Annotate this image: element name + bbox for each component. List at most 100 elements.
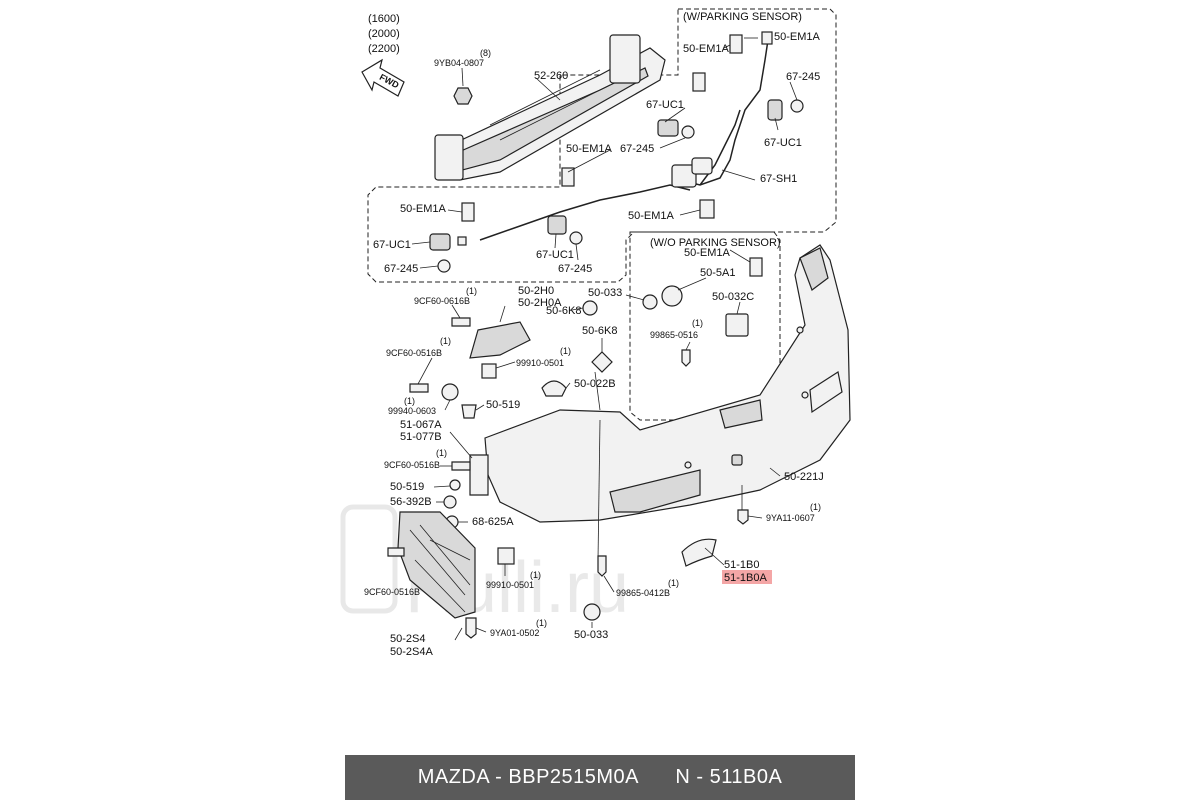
pad-em1a-1 (729, 34, 743, 54)
harness-connector-2 (691, 157, 713, 175)
part-number-footer: MAZDA - BBP2515M0A N - 511B0A (345, 755, 855, 800)
label-99940: 99940-0603 (388, 406, 436, 416)
clip-50519-b (449, 479, 461, 491)
label-99865-0516-qty: (1) (692, 318, 703, 328)
label-506k8-b: 50-6K8 (582, 325, 617, 337)
screw-99865-0516 (681, 349, 691, 367)
footer-gap (639, 766, 675, 789)
label-em1a-b: 50-EM1A (774, 31, 821, 43)
label-502h0: 50-2H0 (518, 285, 554, 297)
grommet-506k8-b (591, 351, 613, 373)
part-labels: (8) 9YB04-0807 52-260 50-EM1A 50-EM1A 67… (364, 31, 824, 658)
rivet-9ya11 (737, 509, 749, 525)
label-9cf60-a: 9CF60-0616B (414, 296, 470, 306)
label-67uc1-b: 67-UC1 (764, 137, 802, 149)
label-50221j: 50-221J (784, 471, 824, 483)
sensor-67uc1-a (657, 119, 679, 137)
label-511b0a: 51-1B0A (724, 572, 767, 584)
bolt-9cf60-c (451, 461, 471, 471)
label-50033-b: 50-033 (574, 629, 608, 641)
no-sensor-box-outline (629, 231, 781, 421)
label-9cf60-d: 9CF60-0516B (364, 587, 420, 597)
label-50022b: 50-022B (574, 378, 616, 390)
label-9cf60-c: 9CF60-0516B (384, 460, 440, 470)
label-99865-0412-qty: (1) (668, 578, 679, 588)
label-99910-a-qty: (1) (560, 346, 571, 356)
label-67245-b: 67-245 (620, 143, 654, 155)
bracket-51067a (469, 454, 489, 496)
label-506k8-a: 50-6K8 (546, 305, 581, 317)
nut-56392b (443, 495, 457, 509)
pad-em1a-2 (692, 72, 706, 92)
label-67245-c: 67-245 (384, 263, 418, 275)
label-99910-b: 99910-0501 (486, 580, 534, 590)
box-with-sensor-title: (W/PARKING SENSOR) (683, 11, 802, 23)
sensor-67uc1-d (547, 215, 567, 235)
cap-505a1 (661, 285, 683, 307)
label-50519-b: 50-519 (390, 481, 424, 493)
label-9ya11-qty: (1) (810, 502, 821, 512)
bracket-50032c (725, 313, 749, 337)
sensor-67uc1-b (767, 99, 783, 121)
pad-em1a-6 (749, 257, 763, 277)
label-9cf60-b-qty: (1) (440, 336, 451, 346)
label-50033-a: 50-033 (588, 287, 622, 299)
clip-small (457, 236, 467, 246)
ring-67245-b (790, 99, 804, 113)
sensor-box-outline (367, 8, 837, 283)
ring-67245-d (569, 231, 583, 245)
clip-99910-b (497, 547, 515, 565)
label-9cf60-b: 9CF60-0516B (386, 348, 442, 358)
label-67sh1: 67-SH1 (760, 173, 797, 185)
pad-em1a-3 (561, 167, 575, 187)
reinforcement-beam (434, 34, 666, 181)
bolt-9cf60-b (409, 383, 429, 393)
clip-50519-a (461, 404, 477, 419)
ring-67245-a (681, 125, 695, 139)
engine-code-2: (2000) (368, 28, 400, 40)
plug-50022b (541, 380, 567, 397)
fwd-arrow-icon: FWD (361, 58, 405, 97)
label-99940-qty: (1) (404, 396, 415, 406)
nut-9yb04 (453, 87, 473, 105)
engine-code-3: (2200) (368, 43, 400, 55)
label-50032c: 50-032C (712, 291, 754, 303)
screw-99865-0412 (597, 555, 607, 577)
clip-99940 (441, 383, 459, 401)
box-without-sensor-title: (W/O PARKING SENSOR) (650, 237, 781, 249)
harness-wire-upper (679, 39, 769, 186)
label-9cf60-a-qty: (1) (466, 286, 477, 296)
ring-50033 (642, 294, 658, 310)
engine-code-1: (1600) (368, 13, 400, 25)
label-9yb04-qty: (8) (480, 48, 491, 58)
label-99865-0516: 99865-0516 (650, 330, 698, 340)
label-9yb04: 9YB04-0807 (434, 58, 484, 68)
bolt-9cf60-d (387, 547, 405, 557)
label-50519-a: 50-519 (486, 399, 520, 411)
label-502h0a: 50-2H0A (518, 297, 562, 309)
label-em1a-e: 50-EM1A (400, 203, 447, 215)
label-51067a: 51-067A (400, 419, 442, 431)
label-9cf60-c-qty: (1) (436, 448, 447, 458)
label-67245-d: 67-245 (558, 263, 592, 275)
label-52260: 52-260 (534, 70, 568, 82)
bracket-502h0 (469, 321, 531, 359)
pad-em1a-4 (461, 202, 475, 222)
harness-wire-lower (479, 184, 691, 241)
harness-plug (761, 31, 773, 45)
label-502s4a: 50-2S4A (390, 646, 433, 658)
footer-brand-part: MAZDA - BBP2515M0A (417, 766, 640, 788)
label-9ya01: 9YA01-0502 (490, 628, 539, 638)
label-99910-a: 99910-0501 (516, 358, 564, 368)
label-em1a-d: 50-EM1A (628, 210, 675, 222)
label-67uc1-d: 67-UC1 (536, 249, 574, 261)
leader-lines (411, 37, 798, 641)
label-56392b: 56-392B (390, 496, 432, 508)
clip-99910-a (481, 363, 497, 379)
footer-ref-part: N - 511B0A (675, 766, 783, 788)
label-511b0: 51-1B0 (724, 559, 759, 571)
label-67uc1-a: 67-UC1 (646, 99, 684, 111)
label-99910-b-qty: (1) (530, 570, 541, 580)
rivet-9ya01 (465, 617, 477, 639)
